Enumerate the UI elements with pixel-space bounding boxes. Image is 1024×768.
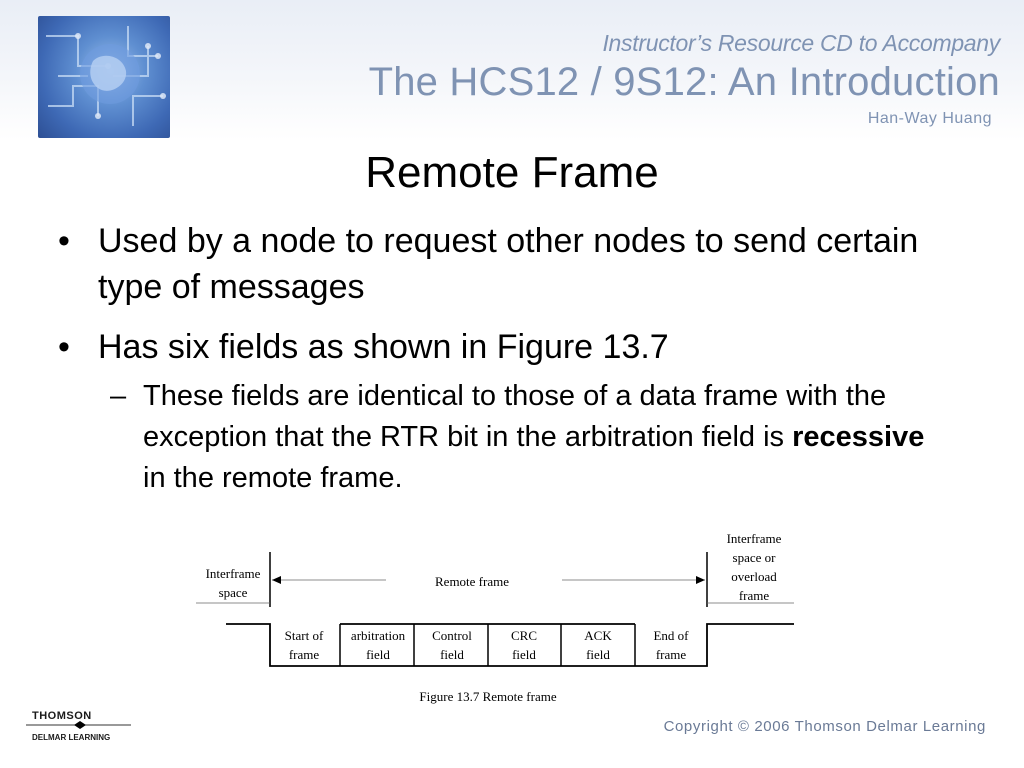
right-interframe-label-line1: Interframe: [727, 531, 782, 546]
field-label-start-of-frame-2: frame: [289, 647, 320, 662]
bullet-item: • Has six fields as shown in Figure 13.7: [58, 324, 958, 370]
field-label-end-of-frame: End of: [653, 628, 689, 643]
bullet-marker: •: [58, 222, 70, 260]
left-interframe-label-line1: Interframe: [206, 566, 261, 581]
sub-bullet-item: – These fields are identical to those of…: [110, 376, 930, 499]
logo-diamond-icon: [74, 721, 86, 729]
bullet-item: • Used by a node to request other nodes …: [58, 218, 958, 310]
bullet-text: Used by a node to request other nodes to…: [98, 222, 919, 306]
right-interframe-label-line3: overload: [731, 569, 777, 584]
field-label-arbitration-2: field: [366, 647, 390, 662]
arrow-right-head: [696, 576, 705, 584]
slide-title: Remote Frame: [365, 148, 659, 197]
figure-caption: Figure 13.7 Remote frame: [419, 689, 556, 704]
sub-bullet-text: These fields are identical to those of a…: [143, 376, 930, 499]
field-label-control-2: field: [440, 647, 464, 662]
bullet-text: Has six fields as shown in Figure 13.7: [98, 328, 669, 366]
sub-bullet-marker: –: [110, 380, 127, 412]
thomson-logo: THOMSON DELMAR LEARNING: [26, 710, 131, 742]
header-band: [0, 0, 1024, 140]
copyright-notice: Copyright © 2006 Thomson Delmar Learning: [663, 718, 986, 735]
book-author: Han-Way Huang: [867, 110, 992, 127]
circuit-globe-icon: [46, 26, 166, 126]
field-label-end-of-frame-2: frame: [656, 647, 687, 662]
book-subtitle: Instructor’s Resource CD to Accompany: [602, 30, 1000, 56]
logo-line1: THOMSON: [32, 710, 92, 722]
emphasis-recessive: recessive: [792, 421, 925, 453]
sub-bullet-text-after: in the remote frame.: [143, 462, 403, 494]
right-interframe-label-line4: frame: [739, 588, 770, 603]
field-label-control: Control: [432, 628, 472, 643]
arrow-left-head: [272, 576, 281, 584]
left-interframe-label-line2: space: [219, 585, 248, 600]
sub-bullet-text-before: These fields are identical to those of a…: [143, 380, 887, 453]
field-label-start-of-frame: Start of: [285, 628, 324, 643]
field-label-ack: ACK: [584, 628, 612, 643]
remote-frame-span-label: Remote frame: [435, 574, 509, 589]
field-label-crc: CRC: [511, 628, 537, 643]
right-interframe-label-line2: space or: [733, 550, 777, 565]
logo-line2: DELMAR LEARNING: [32, 733, 110, 742]
field-label-arbitration: arbitration: [351, 628, 406, 643]
bullet-marker: •: [58, 328, 70, 366]
field-label-crc-2: field: [512, 647, 536, 662]
book-title: The HCS12 / 9S12: An Introduction: [368, 60, 1000, 104]
book-cover-image: [38, 16, 170, 138]
field-label-ack-2: field: [586, 647, 610, 662]
